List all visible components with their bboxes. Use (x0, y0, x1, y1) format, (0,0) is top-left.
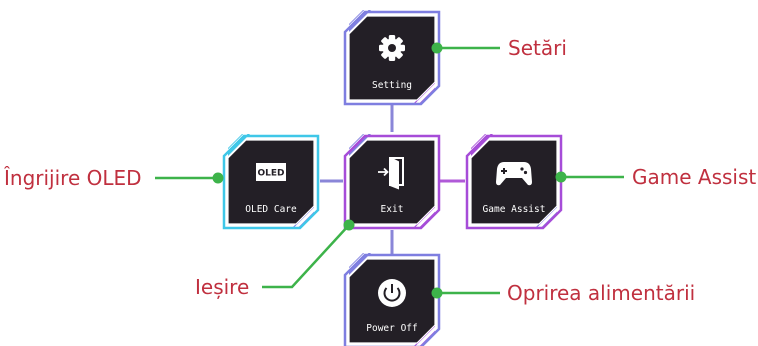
tile-power-frame (343, 253, 441, 346)
callout-oprirea-alimentarii: Oprirea alimentării (431, 281, 695, 305)
tile-setting-label: Setting (372, 80, 412, 91)
oled-icon: OLED (256, 163, 286, 181)
gear-icon (379, 35, 405, 61)
tile-oled-frame (222, 134, 320, 230)
callout-setari-dot (431, 42, 443, 54)
tile-power-stripe-topleft (349, 253, 371, 275)
gamepad-icon (496, 162, 532, 186)
tile-game-assist-label: Game Assist (483, 204, 546, 215)
callout-game-assist: Game Assist (555, 165, 756, 189)
tile-oled-body (227, 139, 315, 225)
callout-iesire-text: Ieșire (195, 275, 249, 299)
tile-game-body (470, 139, 558, 225)
tile-connectors (320, 104, 465, 254)
callout-game-dot (555, 171, 567, 183)
tile-oled-stripe-topleft (228, 134, 250, 156)
callout-oled-dot (212, 172, 224, 184)
callout-iesire: Ieșire (195, 219, 355, 299)
tile-game-frame (465, 134, 563, 230)
tile-exit-frame (343, 134, 441, 230)
tile-exit-label: Exit (381, 204, 404, 215)
callout-power-text: Oprirea alimentării (507, 281, 695, 305)
tile-setting[interactable]: Setting (343, 10, 441, 106)
callout-game-text: Game Assist (632, 165, 756, 189)
tile-game-stripe-topleft (471, 134, 493, 156)
tile-setting-frame (343, 10, 441, 106)
callout-setari-text: Setări (508, 36, 567, 60)
tile-game-assist[interactable]: Game Assist (465, 134, 563, 230)
oled-icon-text: OLED (257, 169, 284, 179)
tile-exit-stripe-topleft (349, 134, 371, 156)
callout-iesire-line (262, 224, 350, 289)
exit-door-icon (378, 157, 404, 190)
tile-power-off[interactable]: Power Off (343, 253, 441, 346)
tile-exit[interactable]: Exit (343, 134, 441, 230)
tile-power-off-label: Power Off (366, 323, 417, 334)
callout-power-dot (431, 287, 443, 299)
power-icon (378, 279, 406, 307)
tile-setting-stripe-topleft (349, 10, 371, 32)
callout-oled-text: Îngrijire OLED (3, 166, 142, 190)
callout-iesire-dot (343, 219, 355, 231)
tile-oled-care-label: OLED Care (245, 204, 297, 215)
callout-ingrijire-oled: Îngrijire OLED (3, 166, 224, 190)
tile-oled-care[interactable]: OLED OLED Care (222, 134, 320, 230)
callout-setari: Setări (431, 36, 567, 60)
